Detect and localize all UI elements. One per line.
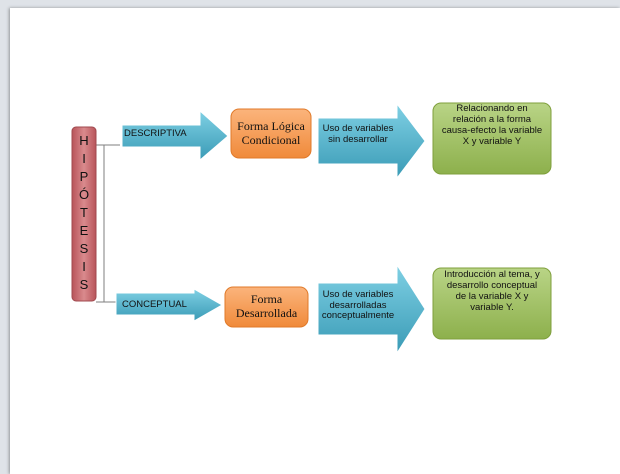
root-hypothesis-box (71, 126, 97, 302)
root-letter: P (79, 169, 89, 184)
root-connector (96, 144, 120, 303)
root-letter: S (79, 241, 89, 256)
branch-2-variables-arrow (317, 263, 426, 355)
branch-2-type-label: CONCEPTUAL (122, 298, 187, 310)
branch-2-form-box (224, 286, 309, 328)
branch-2-form-label: Forma Desarrollada (235, 292, 298, 320)
root-letter: I (82, 259, 86, 274)
root-letter: E (79, 223, 89, 238)
document-page (10, 8, 620, 474)
root-letter: T (80, 205, 88, 220)
root-letter: I (82, 151, 86, 166)
branch-1-type-arrow (121, 109, 229, 162)
branch-1-form-label: Forma Lógica Condicional (237, 119, 305, 147)
branch-1-result-box (432, 102, 552, 175)
branch-1-type-label: DESCRIPTIVA (124, 127, 187, 139)
branch-2-variables-label: Uso de variables desarrolladas conceptua… (321, 288, 395, 322)
branch-1-variables-arrow (317, 102, 426, 180)
root-letter: S (79, 277, 89, 292)
branch-1-variables-label: Uso de variables sin desarrollar (322, 123, 394, 145)
branch-2-type-arrow (115, 288, 224, 322)
root-letter: Ó (78, 187, 90, 202)
branch-2-result-box (432, 267, 552, 340)
branch-1-result-label: Relacionando en relación a la forma caus… (441, 103, 543, 147)
branch-2-result-label: Introducción al tema, y desarrollo conce… (444, 269, 540, 313)
branch-1-form-box (230, 108, 312, 159)
root-letter: H (79, 133, 89, 148)
